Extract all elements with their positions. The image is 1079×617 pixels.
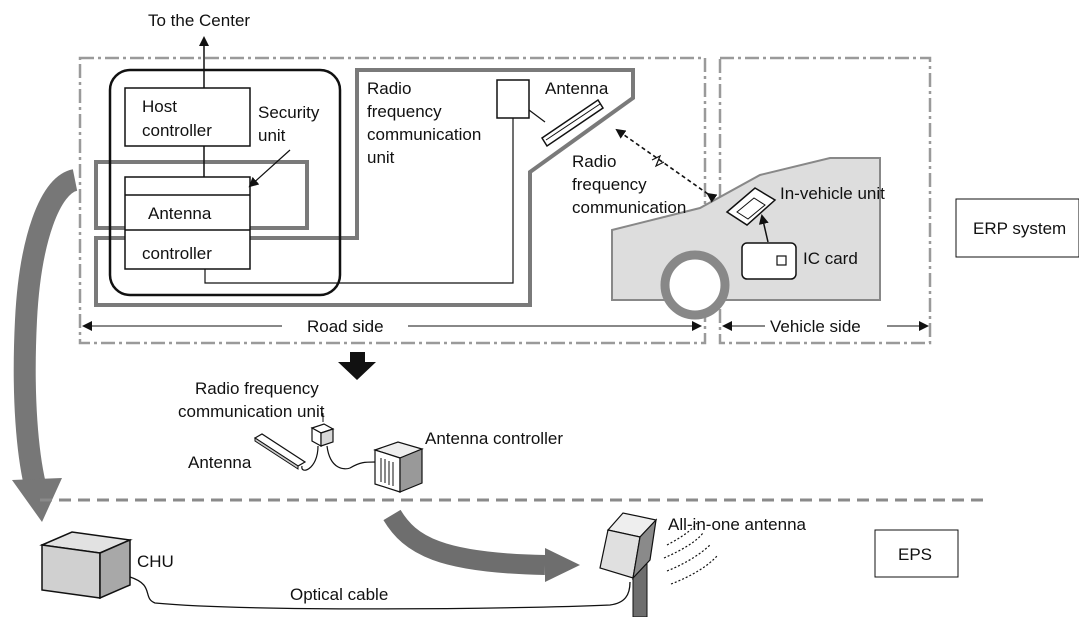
road-side-frame bbox=[78, 56, 707, 345]
roadside-equipment-frame bbox=[108, 68, 342, 297]
roadside-antenna-icon bbox=[540, 98, 605, 148]
all-in-one-antenna-label: All-in-one antenna bbox=[668, 515, 807, 534]
antenna-controller-label: Antenna controller bbox=[425, 429, 563, 448]
rf-link-arrow bbox=[615, 128, 718, 203]
eps-curved-arrow-head bbox=[545, 548, 580, 582]
rf-unit-label-line3: communication bbox=[367, 125, 481, 144]
erp-system-label: ERP system bbox=[973, 219, 1066, 238]
in-vehicle-unit-icon bbox=[725, 187, 777, 226]
middle-cable-1 bbox=[301, 445, 319, 471]
stack-controller-label: controller bbox=[142, 244, 212, 263]
down-arrow bbox=[338, 352, 376, 380]
middle-cable-2 bbox=[326, 445, 376, 470]
eps-box bbox=[874, 529, 959, 578]
host-controller-label-line2: controller bbox=[142, 121, 212, 140]
ic-card-chip bbox=[776, 255, 787, 266]
middle-rf-unit-label-line2: communication unit bbox=[178, 402, 325, 421]
rf-unit-frame bbox=[94, 68, 635, 307]
vehicle-side-label: Vehicle side bbox=[770, 317, 861, 336]
rf-unit-cube-icon bbox=[310, 423, 335, 448]
rf-to-antenna-wire bbox=[528, 109, 546, 123]
all-in-one-antenna-icon bbox=[599, 512, 658, 580]
optical-cable bbox=[129, 576, 631, 610]
host-controller-label-line1: Host bbox=[142, 97, 177, 116]
in-vehicle-unit-label: In-vehicle unit bbox=[780, 184, 885, 203]
host-controller-box bbox=[124, 87, 251, 147]
chu-label: CHU bbox=[137, 552, 174, 571]
optical-cable-label: Optical cable bbox=[290, 585, 388, 604]
ic-card-label: IC card bbox=[803, 249, 858, 268]
security-unit-frame bbox=[94, 160, 309, 230]
eps-curved-arrow bbox=[383, 509, 546, 575]
ic-card-arrow bbox=[758, 214, 769, 243]
vehicle-side-frame bbox=[718, 56, 932, 345]
antenna-controller-box-icon bbox=[373, 441, 424, 493]
radio-wave-2 bbox=[663, 532, 704, 559]
curved-gray-arrow bbox=[13, 169, 79, 488]
antenna-top-label: Antenna bbox=[545, 79, 609, 98]
stack-antenna-label: Antenna bbox=[148, 204, 212, 223]
security-unit-label-line1: Security bbox=[258, 103, 320, 122]
radio-wave-4 bbox=[670, 555, 718, 585]
to-center-label: To the Center bbox=[148, 11, 250, 30]
rf-unit-label-line4: unit bbox=[367, 148, 395, 167]
rf-unit-label-line1: Radio bbox=[367, 79, 411, 98]
rf-link-zigzag bbox=[651, 154, 665, 168]
middle-rf-unit-label-line1: Radio frequency bbox=[195, 379, 319, 398]
chu-cube-icon bbox=[39, 531, 133, 600]
security-unit-label-line2: unit bbox=[258, 126, 286, 145]
radio-wave-1 bbox=[666, 522, 698, 546]
eps-label: EPS bbox=[898, 545, 932, 564]
erp-system-box bbox=[955, 198, 1079, 258]
rf-comm-label-line1: Radio bbox=[572, 152, 616, 171]
ic-card bbox=[741, 242, 797, 280]
rf-module-box bbox=[496, 79, 530, 119]
radio-wave-3 bbox=[666, 543, 712, 572]
security-unit-arrow bbox=[248, 149, 291, 188]
antenna-controller-stack bbox=[124, 176, 251, 270]
middle-antenna-label: Antenna bbox=[188, 453, 252, 472]
curved-gray-arrow-head bbox=[12, 478, 62, 522]
rf-unit-label-line2: frequency bbox=[367, 102, 442, 121]
rf-comm-label-line2: frequency bbox=[572, 175, 647, 194]
rf-module-wire bbox=[204, 118, 514, 284]
vehicle-wheel bbox=[660, 250, 730, 320]
rf-comm-label-line3: communication bbox=[572, 198, 686, 217]
road-side-label: Road side bbox=[307, 317, 384, 336]
flat-antenna-icon bbox=[253, 433, 307, 470]
